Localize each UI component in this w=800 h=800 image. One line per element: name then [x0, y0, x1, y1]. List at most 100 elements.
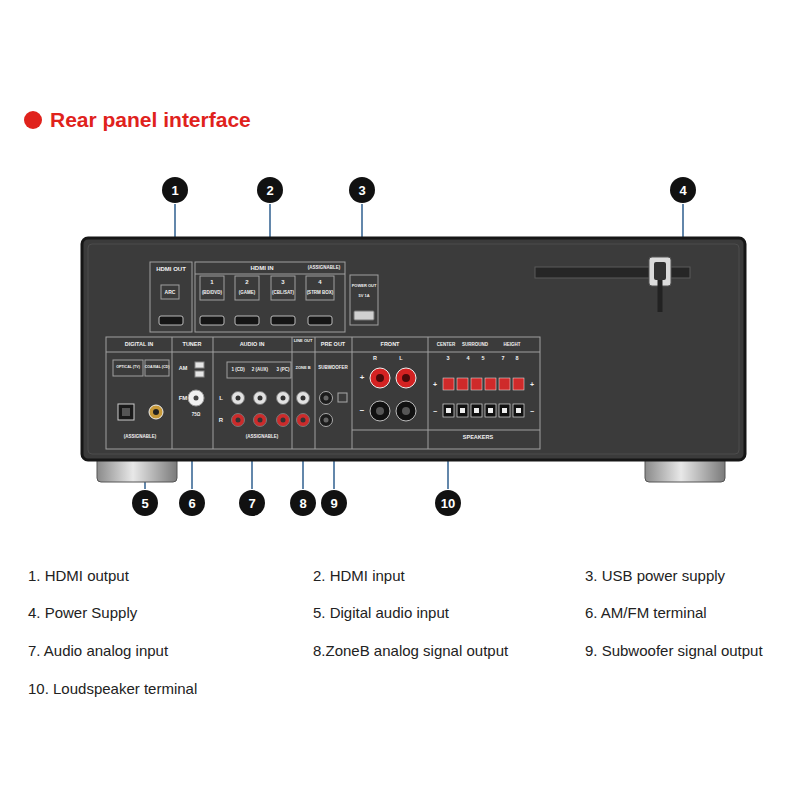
panel-marking: 5V 1A: [358, 294, 369, 298]
panel-marking: (STRM BOX): [307, 291, 334, 296]
panel-marking: 2: [245, 279, 248, 285]
callout-description: 2. HDMI input: [313, 568, 405, 583]
coaxial-jack: [153, 409, 159, 415]
panel-marking: 7: [501, 356, 504, 362]
panel-marking: R: [219, 417, 223, 423]
callout-number: 4: [670, 177, 696, 203]
callout-description: 7. Audio analog input: [28, 643, 168, 658]
fm-jack: [188, 390, 204, 406]
callout-number: 6: [179, 490, 205, 516]
callout-number: 1: [162, 177, 188, 203]
panel-marking: FM: [179, 395, 188, 401]
panel-marking: HDMI IN: [251, 265, 274, 271]
callout-number: 2: [257, 177, 283, 203]
panel-marking: 5: [481, 356, 484, 362]
rca-jacks: [232, 392, 333, 427]
panel-marking: 4: [318, 279, 321, 285]
panel-marking: (BD/DVD): [202, 291, 222, 296]
power-socket: [654, 262, 666, 280]
panel-marking: SUBWOOFER: [318, 366, 348, 371]
callout-number: 9: [321, 490, 347, 516]
panel-marking: SURROUND: [462, 343, 488, 348]
callout-text: 6: [188, 496, 195, 511]
panel-marking: DIGITAL IN: [125, 342, 154, 348]
chassis: [82, 238, 745, 460]
panel-marking: ZONE B: [295, 366, 310, 370]
panel-marking: AM: [179, 366, 188, 372]
fm-jack: [194, 396, 199, 401]
panel-marking: +: [360, 374, 365, 382]
panel-marking: 1 (CD): [231, 368, 244, 373]
panel-marking: (ASSIGNABLE): [308, 266, 341, 271]
panel-marking: (ASSIGNABLE): [124, 435, 157, 440]
callout-description: 10. Loudspeaker terminal: [28, 681, 197, 696]
panel-marking: ARC: [165, 290, 176, 295]
section-frames: [106, 337, 540, 449]
panel-marking: 2 (AUX): [252, 368, 268, 373]
panel-marking: CENTER: [437, 343, 456, 348]
panel-marking: 8: [515, 356, 518, 362]
callout-number: 5: [132, 490, 158, 516]
panel-marking: −: [530, 408, 534, 415]
title: Rear panel interface: [50, 108, 251, 132]
panel-marking: LINE OUT: [294, 339, 313, 343]
panel-marking: 1: [210, 279, 213, 285]
callout-description: 3. USB power supply: [585, 568, 725, 583]
callout-text: 7: [248, 496, 255, 511]
panel-marking: 75Ω: [192, 413, 201, 418]
panel-marking: FRONT: [381, 342, 400, 348]
callout-description: 9. Subwoofer signal output: [585, 643, 763, 658]
usb-port: [354, 311, 374, 320]
panel-marking: 3: [281, 279, 284, 285]
callout-description: 6. AM/FM terminal: [585, 605, 707, 620]
callout-text: 9: [330, 496, 337, 511]
panel-marking: +: [530, 381, 534, 388]
binding-posts: [370, 368, 416, 421]
panel-marking: L: [399, 356, 402, 362]
panel-marking: HDMI OUT: [156, 266, 186, 272]
panel-marking: (GAME): [239, 291, 256, 296]
title-dot: [24, 111, 42, 129]
callout-text: 2: [266, 183, 273, 198]
callout-text: 1: [171, 183, 178, 198]
panel-marking: (ASSIGNABLE): [246, 435, 279, 440]
panel-marking: L: [219, 395, 223, 401]
hdmi-ports: [159, 316, 332, 325]
panel-marking: SPEAKERS: [463, 435, 493, 441]
panel-marking: OPTICAL (TV): [116, 366, 140, 370]
panel-marking: POWER OUT: [352, 284, 377, 288]
jack-box: [338, 393, 347, 402]
optical-port: [118, 404, 134, 420]
callout-text: 8: [299, 496, 306, 511]
panel-marking: R: [373, 356, 377, 362]
callout-text: 10: [441, 496, 455, 511]
panel-marking: COAXIAL (CD): [145, 366, 170, 370]
callout-number: 7: [239, 490, 265, 516]
callout-number: 8: [290, 490, 316, 516]
callout-text: 3: [358, 183, 365, 198]
panel-marking: HEIGHT: [503, 343, 520, 348]
callout-text: 4: [679, 183, 686, 198]
coaxial-jack: [149, 405, 163, 419]
callout-description: 1. HDMI output: [28, 568, 129, 583]
panel-marking: PRE OUT: [321, 342, 345, 348]
panel-marking: −: [360, 407, 365, 415]
power-cord: [658, 280, 663, 312]
panel-marking: +: [433, 381, 437, 388]
am-terminals: [195, 362, 204, 377]
panel-marking: AUDIO IN: [240, 342, 265, 348]
speaker-terminals: [443, 378, 524, 417]
callout-number: 3: [349, 177, 375, 203]
callout-description: 4. Power Supply: [28, 605, 137, 620]
optical-port: [122, 408, 130, 416]
panel-marking: TUNER: [183, 342, 202, 348]
callout-description: 8.ZoneB analog signal output: [313, 643, 508, 658]
callout-description: 5. Digital audio input: [313, 605, 449, 620]
panel-marking: 4: [466, 356, 469, 362]
callout-number: 10: [435, 490, 461, 516]
panel-marking: (CBL/SAT): [272, 291, 294, 296]
panel-marking: 3 (PC): [276, 368, 289, 373]
panel-marking: −: [433, 408, 437, 415]
panel-marking: 3: [446, 356, 449, 362]
chassis-edge: [88, 244, 739, 454]
